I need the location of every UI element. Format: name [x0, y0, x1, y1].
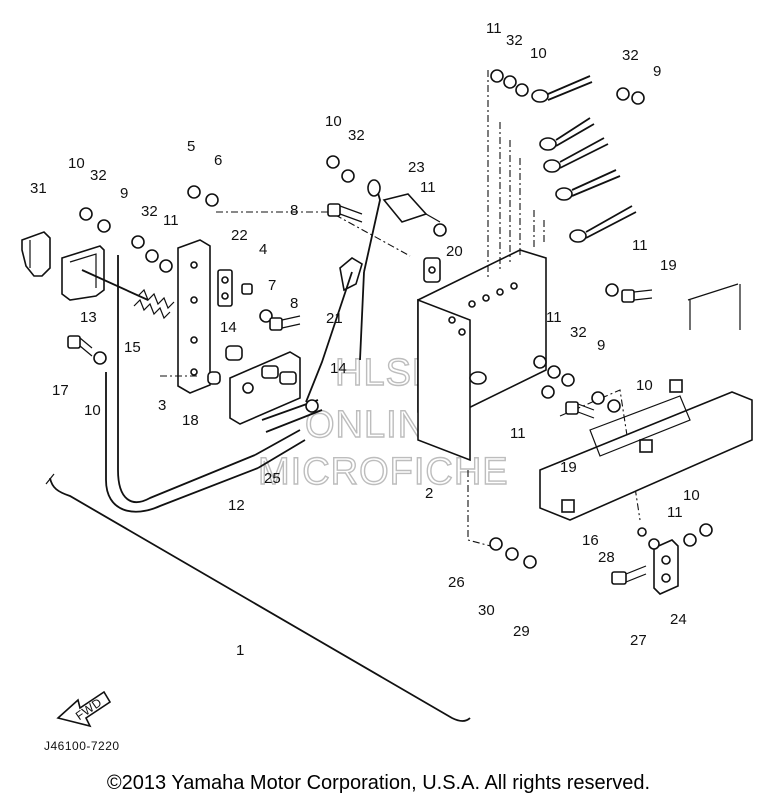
callout-6: 6: [214, 152, 222, 169]
callout-24: 24: [670, 611, 687, 628]
callout-11d: 11: [632, 237, 648, 254]
callout-32e: 32: [622, 47, 639, 64]
watermark-line-3: MICROFICHE: [258, 451, 509, 493]
hardware: [79, 69, 713, 569]
callout-10d: 10: [84, 402, 101, 419]
callout-10c: 10: [530, 45, 547, 62]
part-31-clip: [21, 231, 51, 277]
callout-10b: 10: [325, 113, 342, 130]
callout-2: 2: [425, 485, 433, 502]
callout-11g: 11: [667, 504, 683, 521]
part-20-bracket: [423, 257, 441, 283]
callout-12: 12: [228, 497, 245, 514]
callout-21: 21: [326, 310, 343, 327]
callout-3: 3: [158, 397, 166, 414]
callout-4: 4: [259, 241, 267, 258]
callout-7: 7: [268, 277, 276, 294]
part-code: J46100-7220: [44, 739, 120, 753]
callout-28: 28: [598, 549, 615, 566]
part-1-cable: [45, 473, 471, 722]
rod-ends: [531, 75, 637, 243]
callout-30: 30: [478, 602, 495, 619]
callout-10e: 10: [636, 377, 653, 394]
callout-23: 23: [408, 159, 425, 176]
callout-14b: 14: [330, 360, 347, 377]
callout-32f: 32: [570, 324, 587, 341]
callout-18: 18: [182, 412, 199, 429]
callout-11c: 11: [420, 179, 436, 196]
callout-29: 29: [513, 623, 530, 640]
callout-32d: 32: [506, 32, 523, 49]
callout-9a: 9: [120, 185, 128, 202]
callout-11a: 11: [486, 20, 502, 37]
callout-14a: 14: [220, 319, 237, 336]
callout-1: 1: [236, 642, 244, 659]
part-12-cable: [105, 255, 306, 513]
callout-32a: 32: [90, 167, 107, 184]
callout-13: 13: [80, 309, 97, 326]
copyright-notice: ©2013 Yamaha Motor Corporation, U.S.A. A…: [106, 772, 651, 794]
callout-11e: 11: [546, 309, 562, 326]
part-15-spring: [133, 288, 175, 320]
callout-5: 5: [187, 138, 195, 155]
part-2-plate: [417, 249, 547, 462]
part-24-plate: [653, 539, 679, 595]
engine-bracket: [539, 283, 753, 521]
center-lines: [160, 70, 641, 549]
part-27-bolt: [611, 565, 647, 585]
callouts: 1 2 3 4 5 6 7 8 8 9 9 9 10 10 10 10 10 1…: [30, 20, 700, 659]
fwd-arrow: FWD: [56, 690, 112, 728]
lever-bracket: [229, 351, 301, 425]
callout-10a: 10: [68, 155, 85, 172]
callout-9c: 9: [597, 337, 605, 354]
bolts: [67, 203, 653, 419]
callout-32c: 32: [348, 127, 365, 144]
callout-19a: 19: [660, 257, 677, 274]
callout-26: 26: [448, 574, 465, 591]
callout-9b: 9: [653, 63, 661, 80]
part-3-bracket: [177, 239, 211, 394]
callout-17: 17: [52, 382, 69, 399]
callout-22: 22: [231, 227, 248, 244]
part-23-turnbuckle: [367, 179, 441, 223]
part-18-pin: [207, 371, 221, 385]
part-22-link: [217, 269, 233, 307]
callout-15: 15: [124, 339, 141, 356]
callout-20: 20: [446, 243, 463, 260]
callout-32b: 32: [141, 203, 158, 220]
callout-19b: 19: [560, 459, 577, 476]
callout-10f: 10: [683, 487, 700, 504]
callout-31: 31: [30, 180, 47, 197]
callout-16: 16: [582, 532, 599, 549]
callout-11f: 11: [510, 425, 526, 442]
callout-8a: 8: [290, 295, 298, 312]
callout-27: 27: [630, 632, 647, 649]
callout-11b: 11: [163, 212, 179, 229]
callout-8b: 8: [290, 202, 298, 219]
callout-25: 25: [264, 470, 281, 487]
part-13-bracket: [61, 245, 149, 301]
part-14-pin: [225, 345, 243, 361]
